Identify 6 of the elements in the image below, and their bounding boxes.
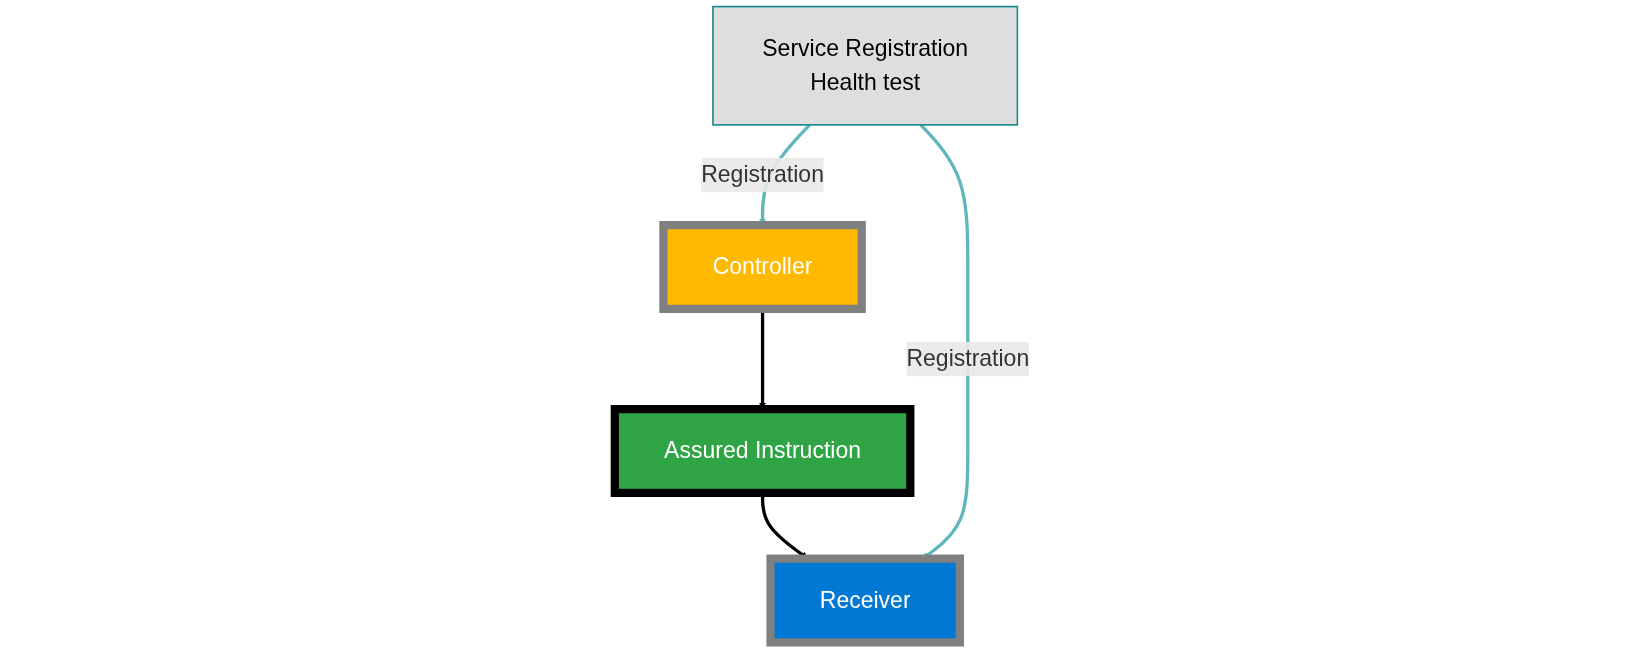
node-box: Service Registration Health test	[712, 5, 1019, 126]
edge-label: Registration	[906, 345, 1030, 372]
node-box: Controller	[659, 221, 866, 313]
node-box: Receiver	[766, 554, 964, 647]
edge-label: Registration	[701, 161, 824, 188]
node-box: Assured Instruction	[610, 405, 915, 498]
